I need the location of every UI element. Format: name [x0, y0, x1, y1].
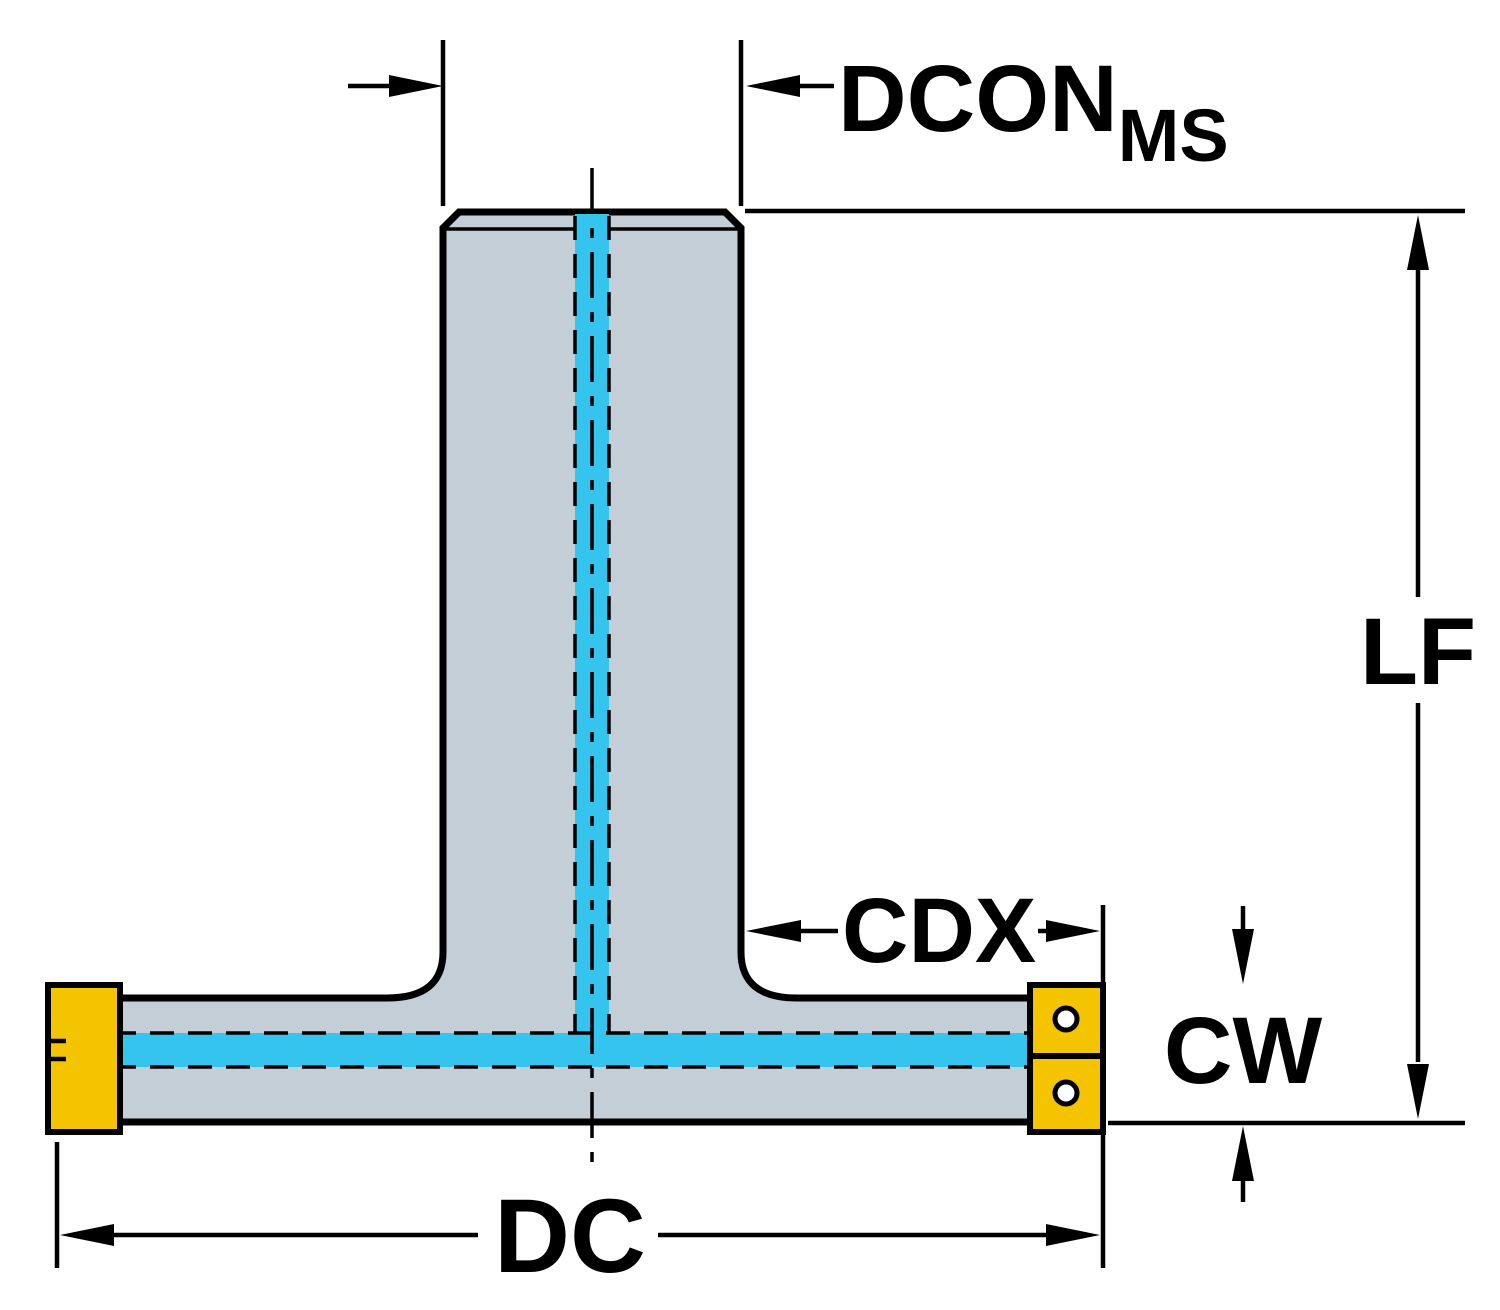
coolant-channel-horizontal	[112, 1033, 1030, 1067]
dimension-dc: DC	[54, 1142, 1100, 1295]
dc-arrowhead-right	[1046, 1224, 1100, 1246]
label-dcon-main: DCON	[838, 46, 1118, 152]
label-dc: DC	[494, 1178, 646, 1295]
dimension-dcon: DCONMS	[348, 40, 1229, 206]
screw-hole-bottom	[1052, 1079, 1080, 1107]
cdx-arrowhead-right	[1046, 920, 1100, 942]
screw-hole-top	[1052, 1005, 1080, 1033]
label-dcon-subscript: MS	[1118, 94, 1229, 177]
dimension-cw: CW	[1164, 906, 1323, 1202]
lf-arrowhead-bottom	[1407, 1064, 1429, 1119]
dcon-arrowhead-right	[746, 75, 800, 97]
dimension-lf: LF	[745, 208, 1476, 1126]
label-cdx: CDX	[842, 880, 1036, 982]
label-cw: CW	[1164, 998, 1323, 1104]
cw-arrowhead-bottom	[1232, 1126, 1254, 1181]
dc-arrowhead-left	[60, 1224, 114, 1246]
cdx-arrowhead-left	[746, 920, 801, 942]
lf-arrowhead-top	[1407, 215, 1429, 270]
dcon-arrowhead-left	[389, 75, 443, 97]
label-lf: LF	[1360, 599, 1476, 705]
cw-arrowhead-top	[1232, 929, 1254, 984]
label-dcon: DCONMS	[838, 46, 1229, 177]
dimension-cdx: CDX	[746, 880, 1100, 982]
